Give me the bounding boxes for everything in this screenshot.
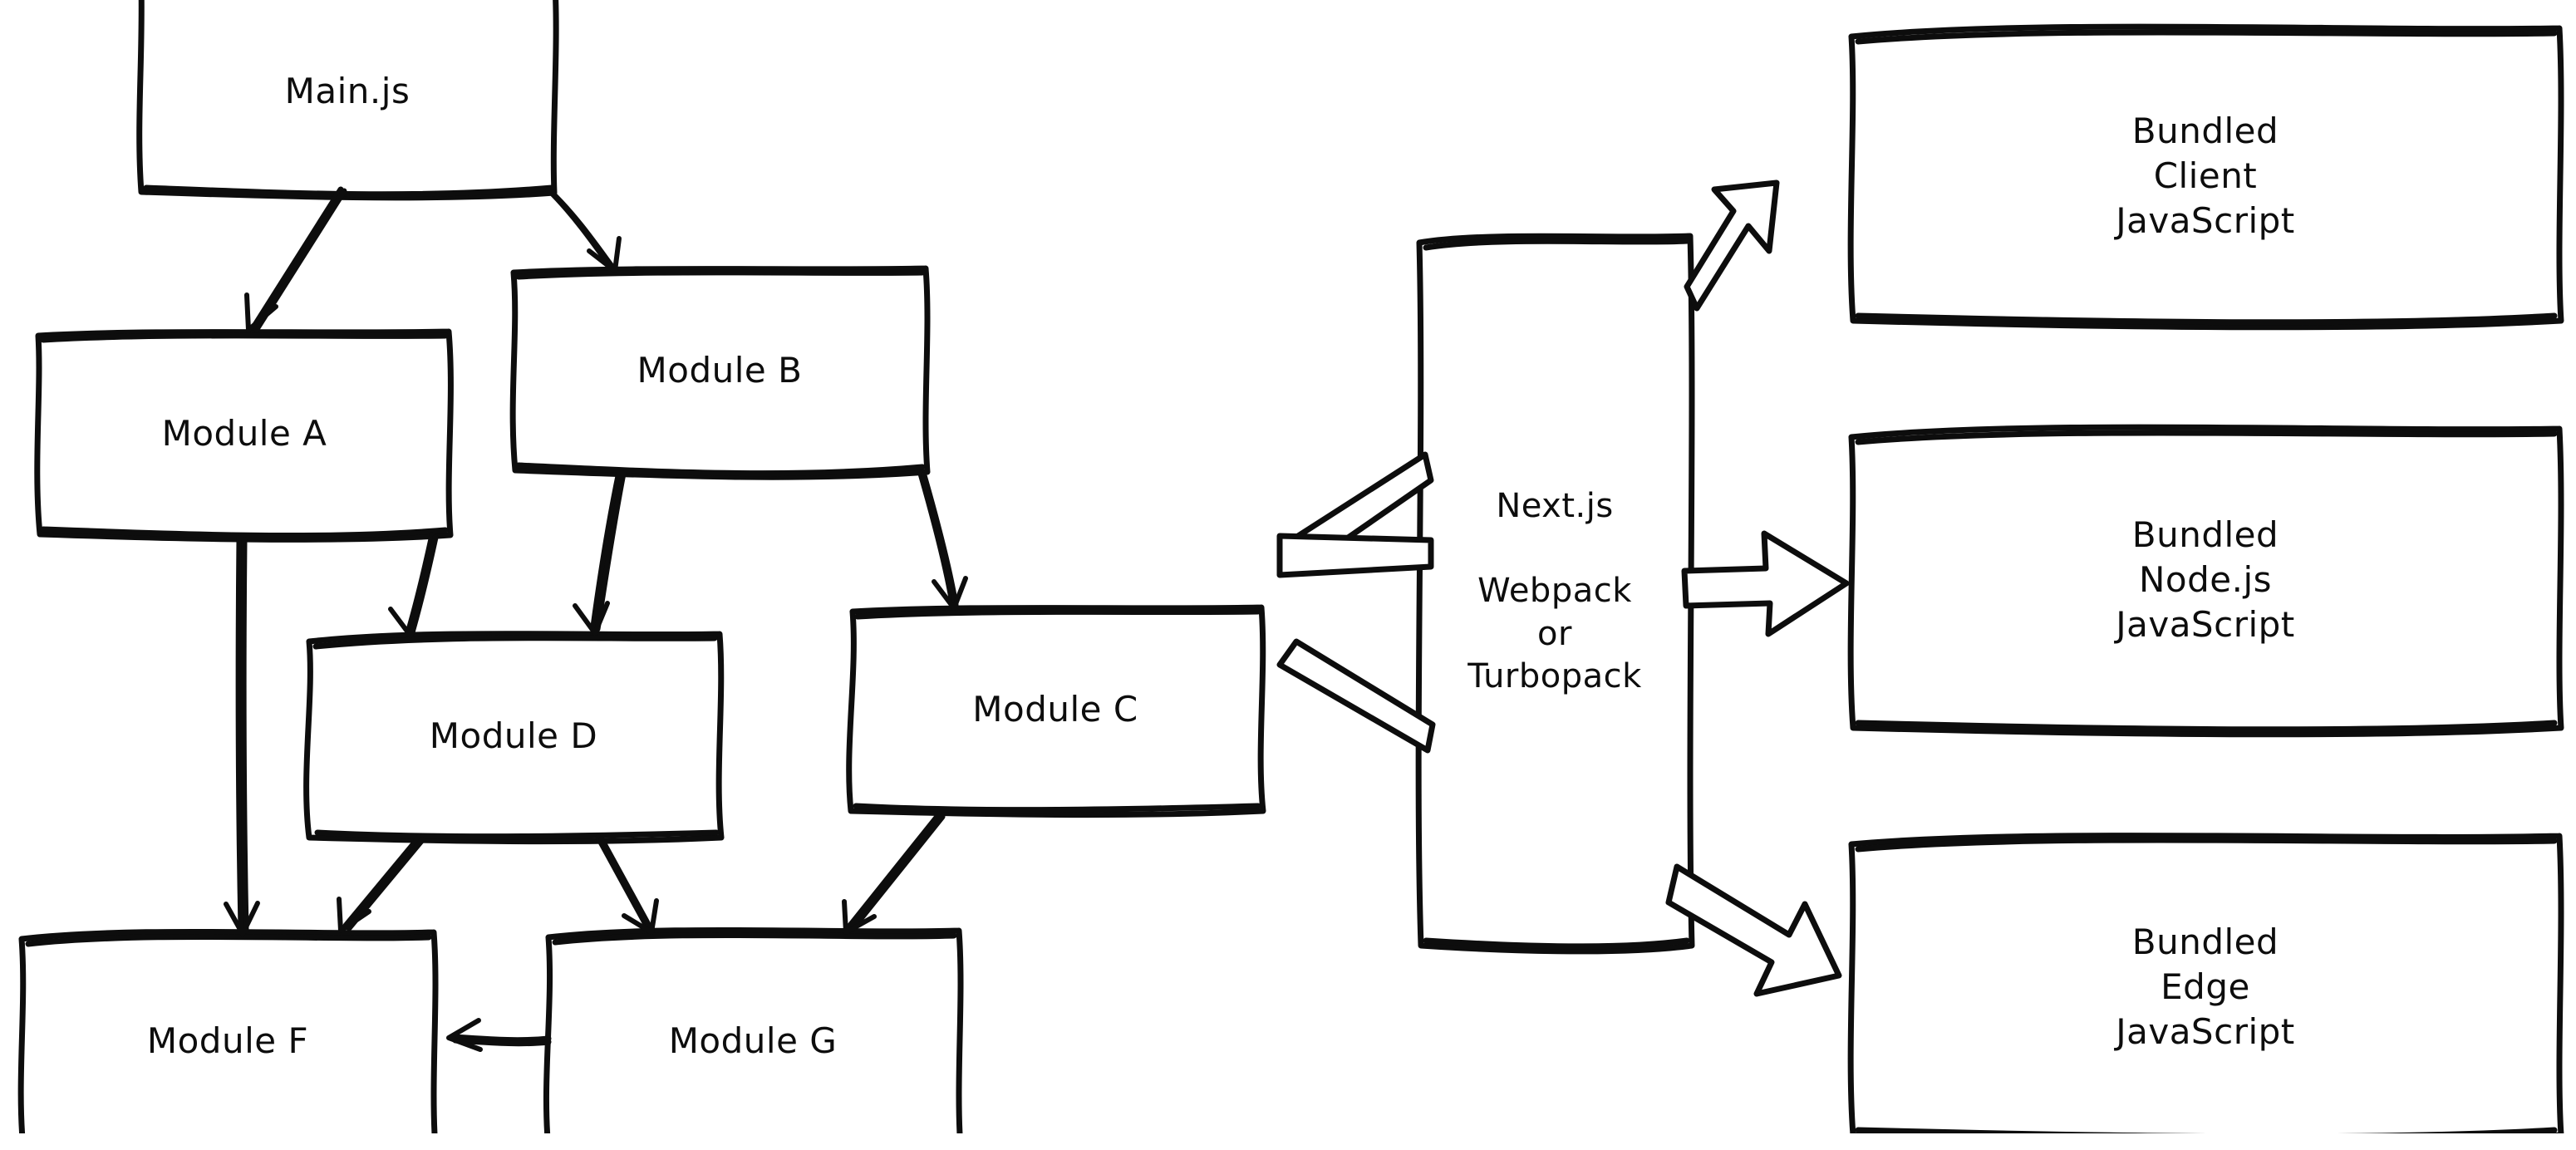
node-box-module-f[interactable] bbox=[17, 928, 439, 1133]
edge-module-g-to-module-f bbox=[446, 1018, 552, 1052]
node-box-module-b[interactable] bbox=[509, 265, 931, 480]
edge-module-a-to-module-f bbox=[224, 535, 260, 936]
block-arrow-tail-middle bbox=[1276, 533, 1434, 578]
node-box-module-d[interactable] bbox=[303, 631, 725, 845]
node-box-bundled-node[interactable] bbox=[1847, 424, 2564, 738]
edge-module-b-to-module-c bbox=[917, 470, 968, 611]
edge-module-b-to-module-d bbox=[573, 469, 627, 636]
node-box-main[interactable] bbox=[136, 0, 559, 201]
edge-module-d-to-module-f bbox=[337, 834, 425, 933]
edge-main-to-module-b bbox=[545, 186, 622, 273]
node-box-module-c[interactable] bbox=[846, 604, 1266, 818]
edge-module-a-to-module-d bbox=[388, 532, 439, 638]
edge-module-d-to-module-g bbox=[595, 834, 659, 935]
node-box-bundled-edge[interactable] bbox=[1847, 833, 2564, 1133]
block-arrow-to-client bbox=[1684, 179, 1780, 312]
edge-module-c-to-module-g bbox=[842, 811, 946, 935]
node-box-module-a[interactable] bbox=[34, 328, 454, 543]
node-box-module-g[interactable] bbox=[543, 926, 964, 1133]
node-box-nextjs[interactable] bbox=[1415, 233, 1695, 955]
edge-main-to-module-a bbox=[244, 186, 347, 332]
block-arrow-tail-lower bbox=[1276, 638, 1436, 754]
block-arrow-to-node bbox=[1681, 530, 1850, 637]
node-box-bundled-client[interactable] bbox=[1847, 23, 2564, 331]
block-arrow-to-edge bbox=[1665, 863, 1842, 997]
